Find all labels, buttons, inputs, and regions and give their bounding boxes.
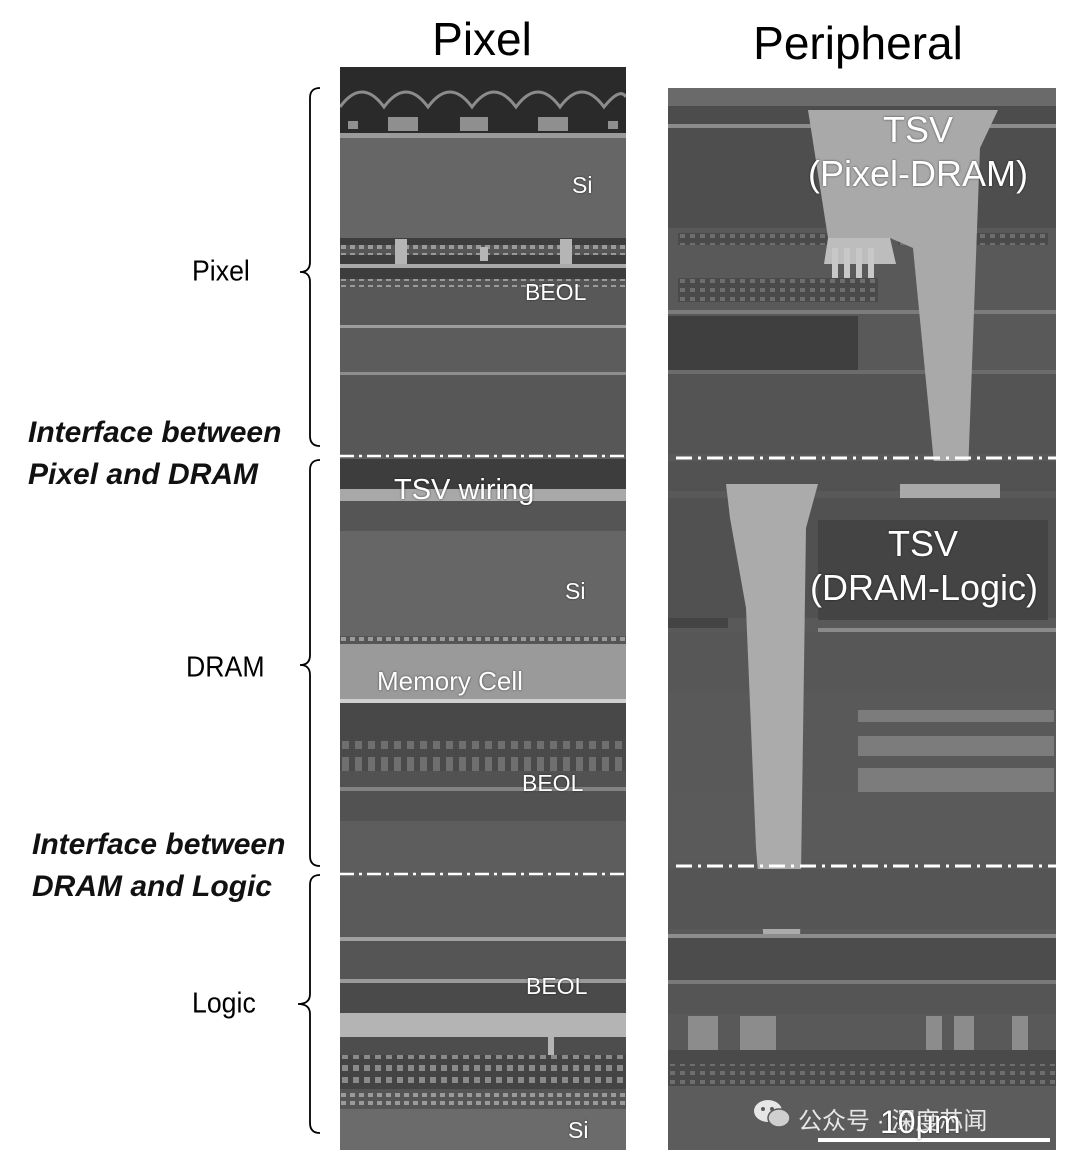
watermark-text: 公众号 · 深度芯闻 [798,1108,988,1135]
memory-cell-label: Memory Cell [377,666,523,696]
pixel-column-title: Pixel [432,13,532,65]
beol-bottom-label: BEOL [526,973,588,999]
logic-bracket [297,874,321,1134]
pixel-bracket [299,87,321,447]
interface-dram-logic-label: Interface between DRAM and Logic [32,828,286,903]
interface-pixel-dram-label: Interface between Pixel and DRAM [28,416,282,491]
si-top-label: Si [572,172,593,198]
dram-bracket [299,459,321,867]
logic-layer-label: Logic [192,987,256,1020]
layer-brackets [297,87,321,1134]
wechat-icon [752,1098,792,1130]
pixel-cross-section-image [340,67,626,1150]
peripheral-column-title: Peripheral [753,17,963,69]
beol-top-label: BEOL [525,279,587,305]
si-bottom-label: Si [568,1117,589,1143]
tsv-pixel-dram-label: TSV (Pixel-DRAM) [808,109,1028,194]
beol-mid-label: BEOL [522,770,584,796]
dram-layer-label: DRAM [186,651,265,684]
tsv-wiring-label: TSV wiring [394,474,535,506]
si-mid-label: Si [565,578,586,604]
tsv-dram-logic-label: TSV (DRAM-Logic) [810,523,1039,608]
scale-bar-label: 10μm [880,1104,961,1140]
pixel-layer-label: Pixel [192,255,250,288]
peripheral-cross-section-image [668,88,1056,1150]
